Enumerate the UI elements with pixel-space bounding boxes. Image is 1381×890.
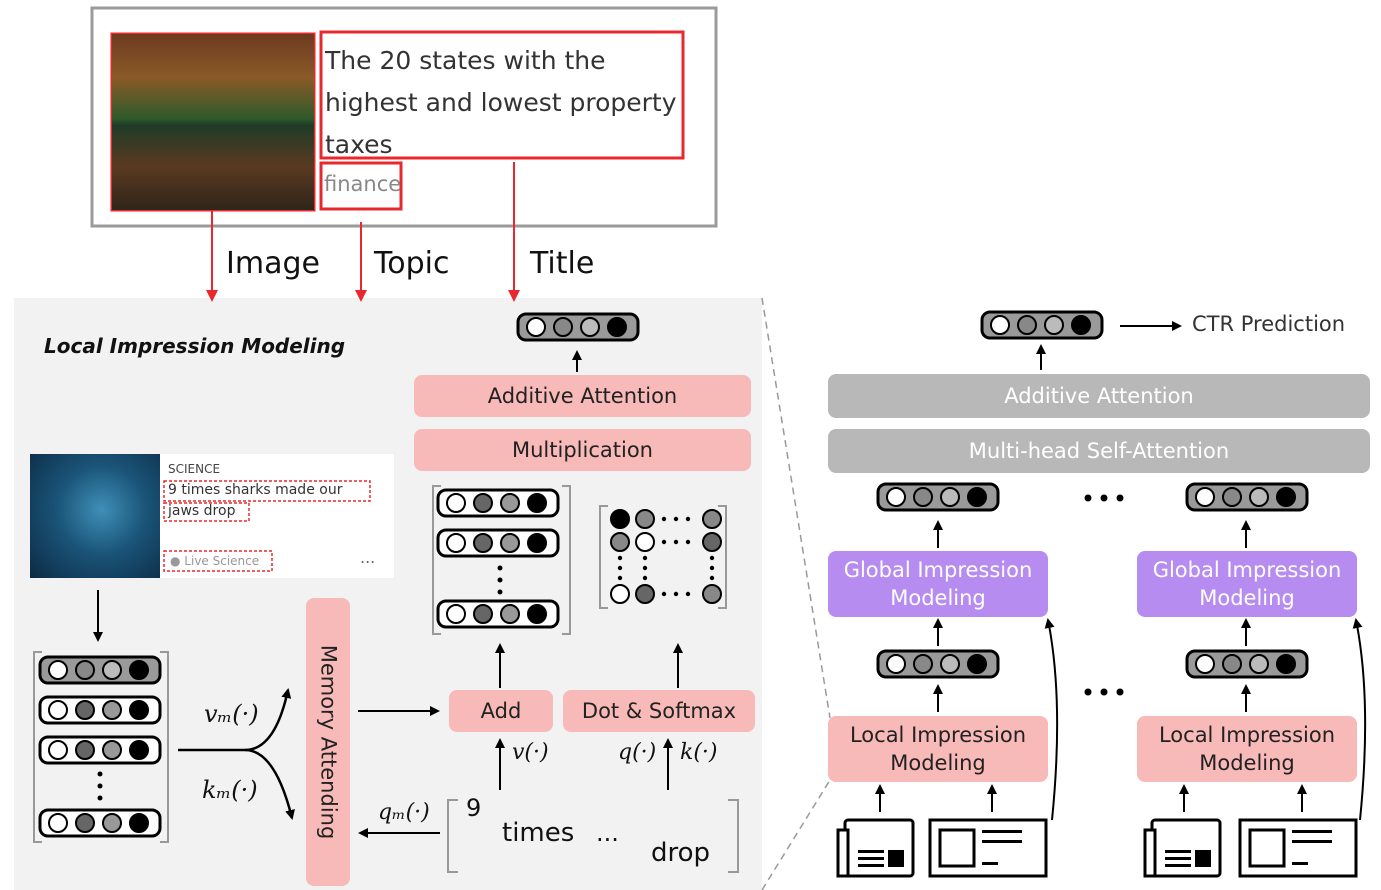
newspaper-icon-1 [836, 818, 915, 878]
matrix-cell [610, 584, 630, 604]
news-title: The 20 states with the highest and lowes… [325, 40, 677, 166]
stack-vector-4 [38, 808, 162, 838]
global-output-vector-2 [1185, 482, 1309, 512]
science-source-highlight [163, 550, 273, 572]
stack-bracket-left [33, 651, 42, 843]
science-title-highlight-1 [163, 480, 371, 502]
skip-arrow-2 [1352, 618, 1367, 821]
stack-vector-1 [38, 655, 162, 685]
news-card-icon-2 [1238, 818, 1358, 878]
dot-softmax-box: Dot & Softmax [563, 690, 755, 732]
skip-arrow-1 [1044, 618, 1059, 821]
vm-label: vₘ(·) [204, 700, 259, 728]
science-more: ... [360, 548, 376, 567]
title-label: Title [530, 246, 595, 281]
stack-vector-2 [38, 695, 162, 725]
multiplication-box: Multiplication [414, 429, 751, 471]
science-title-2: jaws drop [168, 503, 236, 519]
memory-attending-box: Memory Attending [306, 598, 350, 886]
mid-stack-vector-1 [436, 488, 560, 518]
mid-stack-vector-3 [436, 599, 560, 629]
mid-stack-bracket-right [562, 485, 571, 635]
matrix-cell [635, 509, 655, 529]
news-card-icon-1 [928, 818, 1048, 878]
matrix-cell [610, 509, 630, 529]
local-1-line-1: Local Impression [849, 723, 1027, 747]
local-impression-box-2: Local Impression Modeling [1137, 716, 1357, 782]
matrix-bracket-right [718, 505, 727, 609]
science-source-text: Live Science [184, 554, 260, 568]
km-label: kₘ(·) [202, 776, 258, 804]
global-impression-box-2: Global Impression Modeling [1137, 551, 1357, 617]
memory-attending-label: Memory Attending [316, 644, 341, 840]
v-label: v(·) [512, 740, 549, 765]
words-bracket-left [447, 799, 458, 873]
shark-photo [30, 454, 160, 578]
local-panel-heading: Local Impression Modeling [44, 334, 346, 358]
ctr-label: CTR Prediction [1192, 312, 1346, 336]
global-2-line-1: Global Impression [1152, 558, 1342, 582]
word-last: drop [651, 838, 711, 868]
local-output-vector-2 [1185, 649, 1309, 679]
global-output-vector-1 [876, 482, 1000, 512]
local-1-line-2: Modeling [890, 751, 986, 775]
science-card-frame [160, 454, 394, 578]
words-bracket-right [728, 799, 739, 873]
zoom-line-top [761, 297, 831, 719]
word-first: 9 [466, 794, 482, 822]
stack-bracket-right [160, 651, 169, 843]
science-category: SCIENCE [168, 462, 221, 476]
local-2-line-1: Local Impression [1158, 723, 1336, 747]
matrix-bracket-left [599, 505, 608, 609]
global-impression-box-1: Global Impression Modeling [828, 551, 1048, 617]
q-label: q(·) [618, 740, 657, 765]
news-topic: finance [324, 172, 402, 196]
stack-vector-3 [38, 735, 162, 765]
mid-stack-vdots [497, 565, 503, 595]
matrix-cell [702, 584, 722, 604]
matrix-cell [635, 532, 655, 552]
right-output-vector [980, 310, 1104, 340]
attention-matrix [610, 509, 722, 604]
global-1-line-1: Global Impression [843, 558, 1033, 582]
qm-label: qₘ(·) [378, 800, 430, 825]
additive-attention-box: Additive Attention [414, 375, 751, 417]
local-impression-box-1: Local Impression Modeling [828, 716, 1048, 782]
km-arrow [244, 748, 295, 820]
local-output-vector-1 [876, 649, 1000, 679]
topic-label: Topic [374, 246, 450, 281]
mid-stack-bracket-left [432, 485, 441, 635]
title-highlight [319, 30, 685, 160]
news-title-line-1: The 20 states with the [325, 46, 606, 75]
global-1-line-2: Modeling [890, 586, 986, 610]
global-2-line-2: Modeling [1199, 586, 1295, 610]
k-label: k(·) [680, 740, 718, 765]
mhsa-box: Multi-head Self-Attention [828, 429, 1370, 473]
right-additive-attention-box: Additive Attention [828, 374, 1370, 418]
matrix-cell [702, 509, 722, 529]
left-output-vector [516, 312, 640, 342]
zoom-line-bottom [761, 779, 831, 890]
word-second: times [502, 818, 575, 848]
stack-vdots [97, 771, 103, 801]
topic-highlight [319, 161, 403, 211]
ellipsis-dots-upper [1084, 494, 1124, 502]
news-photo [112, 34, 314, 210]
word-ellipsis: ··· [596, 826, 619, 854]
science-title-highlight-2 [163, 502, 250, 522]
science-source: ● Live Science [170, 554, 260, 568]
matrix-cell [610, 532, 630, 552]
news-title-line-2: highest and lowest property [325, 88, 677, 117]
matrix-cell [635, 584, 655, 604]
mid-stack-vector-2 [436, 528, 560, 558]
newspaper-icon-2 [1143, 818, 1222, 878]
local-2-line-2: Modeling [1199, 751, 1295, 775]
ellipsis-dots-lower [1084, 688, 1124, 696]
science-title-1: 9 times sharks made our [168, 482, 343, 498]
add-box: Add [449, 690, 553, 732]
news-title-line-3: taxes [325, 130, 393, 159]
image-label: Image [226, 246, 320, 281]
matrix-cell [702, 532, 722, 552]
